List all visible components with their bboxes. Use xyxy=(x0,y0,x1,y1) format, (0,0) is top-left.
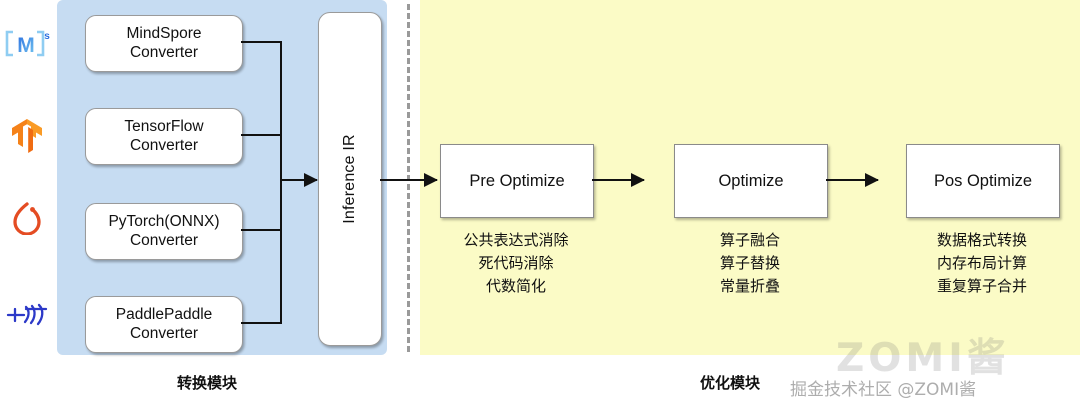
inference-ir-label: Inference IR xyxy=(341,134,358,224)
stage-item: 重复算子合并 xyxy=(936,276,1027,295)
arrow-ir-to-pre-optimize xyxy=(380,173,438,187)
stage-items-pos-optimize: 数据格式转换 内存布局计算 重复算子合并 xyxy=(892,229,1072,298)
watermark-attribution: 掘金技术社区 @ZOMI酱 xyxy=(790,380,977,400)
stage-box-pre-optimize[interactable]: Pre Optimize xyxy=(440,144,594,218)
converter-label-line2: Converter xyxy=(129,43,199,61)
arrow-bus-to-ir xyxy=(280,173,318,187)
converter-label-line1: MindSpore xyxy=(126,25,202,43)
inference-ir-box[interactable]: Inference IR xyxy=(318,12,382,346)
converter-label-line1: PyTorch(ONNX) xyxy=(108,213,220,231)
converter-box-tensorflow[interactable]: TensorFlow Converter xyxy=(85,108,243,165)
converter-label-line2: Converter xyxy=(129,136,199,154)
stage-item: 死代码消除 xyxy=(478,253,554,272)
stage-item: 公共表达式消除 xyxy=(463,231,569,249)
svg-text:M: M xyxy=(17,34,35,57)
converter-label-line2: Converter xyxy=(129,231,199,249)
connector-pytorch xyxy=(241,229,282,231)
stage-title: Pos Optimize xyxy=(933,171,1033,190)
stage-item: 算子替换 xyxy=(719,253,780,272)
stage-box-optimize[interactable]: Optimize xyxy=(674,144,828,218)
pytorch-logo xyxy=(2,192,52,244)
module-divider xyxy=(407,4,410,352)
stage-item: 常量折叠 xyxy=(719,276,780,295)
caption-conversion-module: 转换模块 xyxy=(177,374,238,392)
caption-optimization-module: 优化模块 xyxy=(700,374,761,392)
paddlepaddle-logo xyxy=(2,288,52,340)
stage-box-pos-optimize[interactable]: Pos Optimize xyxy=(906,144,1060,218)
mindspore-logo: M s xyxy=(2,18,52,70)
arrow-optimize-to-pos-optimize xyxy=(826,173,879,187)
connector-bus xyxy=(280,41,282,324)
stage-item: 内存布局计算 xyxy=(936,253,1027,272)
converter-label-line2: Converter xyxy=(129,324,199,342)
arrow-pre-to-optimize xyxy=(592,173,645,187)
converter-label-line1: PaddlePaddle xyxy=(115,306,213,324)
converter-box-paddlepaddle[interactable]: PaddlePaddle Converter xyxy=(85,296,243,353)
connector-paddlepaddle xyxy=(241,322,282,324)
tensorflow-logo xyxy=(2,110,52,162)
stage-title: Optimize xyxy=(718,171,784,190)
connector-tensorflow xyxy=(241,134,282,136)
converter-box-pytorch-onnx[interactable]: PyTorch(ONNX) Converter xyxy=(85,203,243,260)
stage-items-pre-optimize: 公共表达式消除 死代码消除 代数简化 xyxy=(426,229,606,298)
stage-items-optimize: 算子融合 算子替换 常量折叠 xyxy=(660,229,840,298)
stage-title: Pre Optimize xyxy=(469,171,565,190)
stage-item: 数据格式转换 xyxy=(936,231,1027,249)
connector-mindspore xyxy=(241,41,282,43)
stage-item: 算子融合 xyxy=(719,231,780,249)
converter-label-line1: TensorFlow xyxy=(124,118,204,136)
converter-box-mindspore[interactable]: MindSpore Converter xyxy=(85,15,243,72)
svg-text:s: s xyxy=(44,31,50,42)
stage-item: 代数简化 xyxy=(485,276,546,295)
